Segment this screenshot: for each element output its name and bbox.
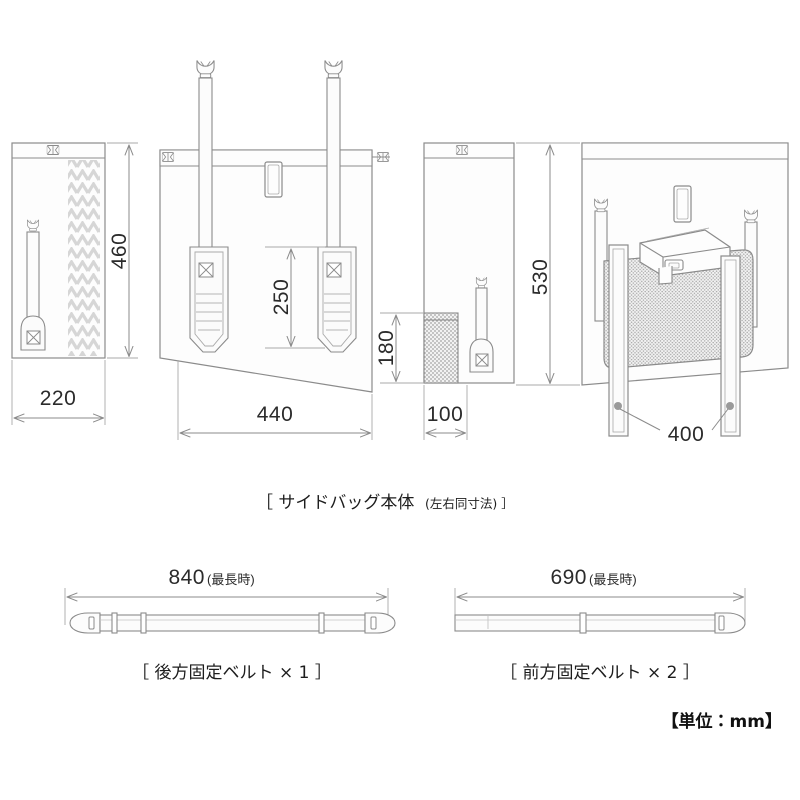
tread-texture-strip xyxy=(68,160,100,356)
front-fixing-strap-left xyxy=(608,244,629,437)
front-view: 530 400 xyxy=(516,142,789,446)
dimension-label-400: 400 xyxy=(668,423,705,446)
dimension-label-690: 690 xyxy=(550,566,587,589)
dimension-label-250: 250 xyxy=(270,279,293,316)
rear-fixing-belt-view: 840 (最長時) ［ 後方固定ベルト × 1 ］ xyxy=(64,566,396,683)
dimension-label-530: 530 xyxy=(529,259,552,296)
body-caption: ［ サイドバッグ本体 (左右同寸法) ］ xyxy=(256,493,514,513)
end-panel-strap xyxy=(469,276,494,373)
rear-belt-keeper-2 xyxy=(140,612,147,634)
front-belt-graphic xyxy=(454,612,746,634)
body-caption-main: ［ サイドバッグ本体 xyxy=(256,493,414,513)
front-mesh-pouch xyxy=(603,249,754,369)
front-center-loop-patch-inner xyxy=(676,188,689,220)
inner-side-view: 460 220 xyxy=(11,142,138,425)
front-panel-top-strip xyxy=(581,142,789,160)
dimension-width-440: 440 xyxy=(177,360,373,440)
dimension-label-100: 100 xyxy=(427,403,464,426)
dimension-strap-400: 400 xyxy=(619,408,729,446)
outer-panel-left-buckle xyxy=(161,152,175,162)
dimension-width-220: 220 xyxy=(11,360,106,425)
outer-strap-left xyxy=(189,59,229,353)
inner-panel-top-buckle xyxy=(46,145,60,155)
dimension-note-690: (最長時) xyxy=(589,572,637,587)
unit-note: 【単位：mm】 xyxy=(662,711,782,732)
inner-panel-strap xyxy=(20,219,46,351)
front-belt-caption: ［ 前方固定ベルト × 2 ］ xyxy=(500,663,700,683)
dimension-depth-100: 100 xyxy=(423,385,468,440)
dimension-note-840: (最長時) xyxy=(207,572,255,587)
dimension-label-220: 220 xyxy=(40,387,77,410)
end-view: 180 100 xyxy=(375,142,515,440)
dimension-height-530: 530 xyxy=(516,142,580,386)
dimension-label-440: 440 xyxy=(257,403,294,426)
dimension-label-180: 180 xyxy=(375,330,398,367)
dimension-height-460: 460 xyxy=(107,142,138,359)
front-fixing-belt-view: 690 (最長時) ［ 前方固定ベルト × 2 ］ xyxy=(454,566,746,683)
mesh-pocket xyxy=(423,312,459,384)
rear-belt-caption: ［ 後方固定ベルト × 1 ］ xyxy=(132,663,332,683)
front-lid-tab xyxy=(658,266,673,285)
rear-belt-keeper-1 xyxy=(111,612,118,634)
center-loop-patch-inner xyxy=(267,164,280,195)
body-caption-note: (左右同寸法) ］ xyxy=(425,496,514,511)
dimension-strap-250: 250 xyxy=(265,246,325,349)
rear-belt-graphic xyxy=(69,612,396,634)
outer-side-view: 250 440 xyxy=(159,59,390,440)
outer-strap-right xyxy=(317,59,357,353)
dimension-belt-840: 840 (最長時) xyxy=(64,566,389,625)
outer-panel-top-strip xyxy=(159,149,373,167)
front-strap-right-marker xyxy=(726,402,734,410)
end-panel-top-buckle xyxy=(455,145,469,155)
front-fixing-strap-right xyxy=(720,255,741,437)
dimension-pocket-180: 180 xyxy=(375,312,424,384)
dimension-label-460: 460 xyxy=(108,233,131,270)
rear-belt-keeper-3 xyxy=(318,612,325,634)
dimension-label-840: 840 xyxy=(168,566,205,589)
front-strap-left-marker xyxy=(614,402,622,410)
front-belt-keeper xyxy=(579,612,587,634)
